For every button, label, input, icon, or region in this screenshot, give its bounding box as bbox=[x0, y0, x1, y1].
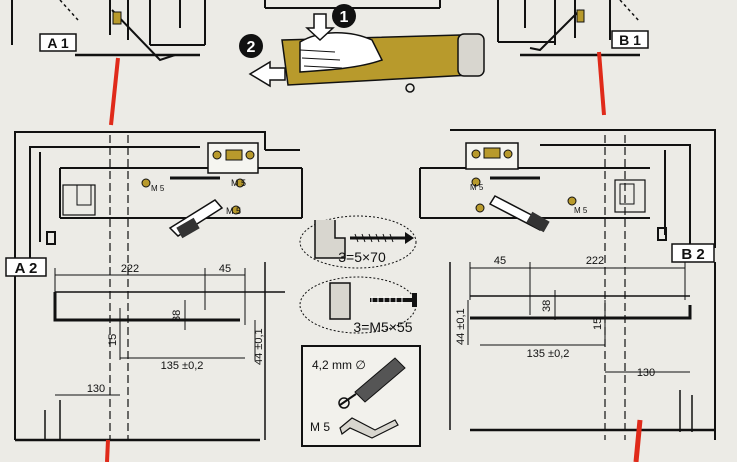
dim-130-right: 130 bbox=[637, 367, 655, 379]
m5-label: M 5 bbox=[470, 183, 484, 192]
red-guide-line bbox=[109, 57, 120, 126]
m5-label: M 5 bbox=[231, 178, 246, 188]
dim-44-right: 44 ±0,1 bbox=[455, 308, 467, 345]
step-2-badge bbox=[239, 34, 263, 58]
screw-icon bbox=[231, 205, 241, 215]
panel-a1-box bbox=[39, 33, 77, 52]
profile-a2 bbox=[53, 292, 240, 322]
closer-illustration bbox=[248, 0, 485, 93]
panel-b1-label: B 1 bbox=[619, 32, 641, 48]
dim-15-right: 15 bbox=[592, 318, 604, 330]
dim-38-left: 38 bbox=[171, 310, 183, 322]
screw-icon bbox=[475, 203, 485, 213]
step-1-number: 1 bbox=[340, 9, 349, 26]
red-guide-line bbox=[105, 439, 110, 462]
arrow-down-icon bbox=[305, 13, 335, 42]
wood-screw-spec: 3=5×70 bbox=[338, 249, 386, 265]
screw-icon bbox=[235, 178, 245, 188]
panel-a2-box bbox=[5, 257, 47, 277]
arm-shoe-left bbox=[176, 217, 200, 239]
m5-label: M 5 bbox=[574, 206, 588, 215]
machine-screw-spec: 3=M5×55 bbox=[353, 319, 412, 335]
screw-icon bbox=[503, 149, 513, 159]
step-1-badge bbox=[332, 4, 356, 28]
screw-icon bbox=[471, 177, 481, 187]
screw-icon bbox=[567, 196, 577, 206]
m5-label: M 5 bbox=[226, 206, 241, 216]
dimensions-a2 bbox=[54, 268, 256, 396]
dim-15-left: 15 bbox=[107, 334, 119, 346]
dim-44-left: 44 ±0,1 bbox=[253, 328, 265, 365]
detail-b1 bbox=[497, 0, 641, 57]
panel-a1-label: A 1 bbox=[47, 35, 68, 51]
dim-222-left: 222 bbox=[121, 263, 139, 275]
red-guide-line bbox=[597, 51, 606, 116]
screw-icon bbox=[141, 178, 151, 188]
red-guide-line bbox=[633, 419, 643, 462]
dimensions-b2 bbox=[467, 262, 690, 373]
profile-b2 bbox=[470, 305, 692, 320]
panel-a2-label: A 2 bbox=[15, 260, 38, 277]
dim-38-right: 38 bbox=[541, 300, 553, 312]
dim-135-left: 135 ±0,2 bbox=[161, 360, 204, 372]
dim-45-right: 45 bbox=[494, 255, 506, 267]
screw-icon bbox=[245, 150, 255, 160]
m5-label: M 5 bbox=[151, 184, 165, 193]
drill-illustration bbox=[338, 357, 406, 439]
drill-diameter: 4,2 mm ∅ bbox=[312, 358, 366, 372]
tap-wrench-icon bbox=[339, 417, 399, 439]
screw-detail-machine bbox=[299, 276, 417, 334]
dim-130-left: 130 bbox=[87, 383, 105, 395]
arrow-left-icon bbox=[248, 60, 286, 88]
panel-b2-box bbox=[671, 243, 715, 263]
panel-b1-box bbox=[611, 30, 649, 49]
dim-222-right: 222 bbox=[586, 255, 604, 267]
tap-thread: M 5 bbox=[310, 420, 330, 434]
panel-b2-label: B 2 bbox=[681, 246, 704, 263]
detail-a1 bbox=[11, 0, 206, 62]
dim-135-right: 135 ±0,2 bbox=[527, 348, 570, 360]
screw-detail-wood bbox=[299, 215, 417, 269]
frame-a2 bbox=[14, 131, 303, 442]
screw-icon bbox=[471, 149, 481, 159]
dim-45-left: 45 bbox=[219, 263, 231, 275]
step-2-number: 2 bbox=[247, 39, 256, 56]
screw-icon bbox=[212, 150, 222, 160]
arm-shoe-right bbox=[526, 211, 550, 233]
